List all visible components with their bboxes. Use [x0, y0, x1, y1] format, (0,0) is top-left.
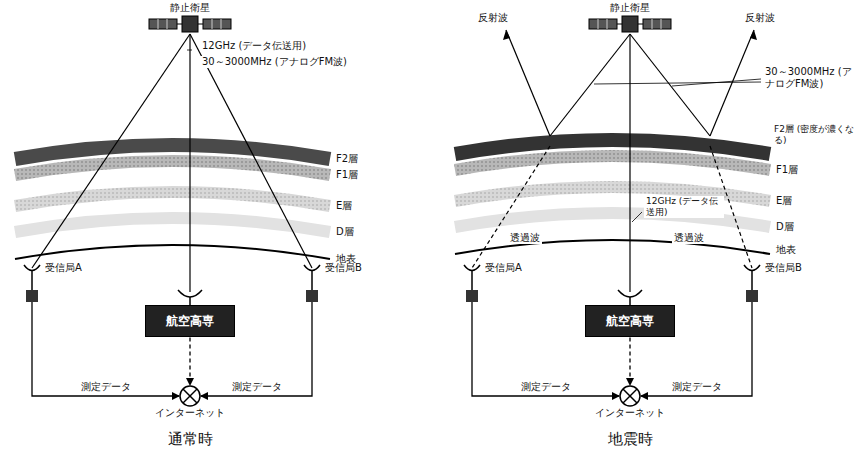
- annotation-label: 地表: [776, 244, 796, 256]
- internet-icon: [619, 385, 641, 407]
- satellite-icon: [585, 14, 675, 34]
- annotation-label: D層: [336, 226, 354, 238]
- annotation-label: 地表: [336, 253, 356, 265]
- dish-antenna: [178, 290, 202, 305]
- station-label: 受信局A: [45, 262, 82, 274]
- receiver-icon: [462, 262, 482, 302]
- atmosphere-layers: [455, 140, 770, 254]
- satellite-icon: [145, 14, 235, 34]
- institution-box: 航空高専: [145, 305, 235, 337]
- annotation-label: 12GHz (データ伝送用): [200, 40, 308, 52]
- institution-label: 航空高専: [152, 314, 228, 328]
- receiver-station: 受信局A: [22, 262, 82, 302]
- annotation-label: 30～3000MHz (アナログFM波): [765, 66, 857, 90]
- institution-box: 航空高専: [585, 305, 675, 337]
- receiver-icon: [22, 262, 42, 302]
- annotation-label: F2層 (密度が濃くなる): [774, 124, 860, 146]
- atmosphere-layers: [15, 145, 330, 259]
- panel-caption: 通常時: [168, 430, 213, 448]
- satellite: 静止衛星: [143, 2, 237, 34]
- edge-label: 測定データ: [519, 381, 573, 393]
- leader-lines: [187, 50, 761, 222]
- data-connector: [629, 337, 630, 385]
- internet-icon: [179, 385, 201, 407]
- internet-label: インターネット: [148, 407, 232, 419]
- edge-label: 測定データ: [79, 381, 133, 393]
- panel-caption: 地震時: [608, 430, 653, 448]
- edge-label: 測定データ: [230, 381, 284, 393]
- receiver-station: 受信局B: [742, 262, 802, 302]
- edge-label: 測定データ: [670, 381, 724, 393]
- annotation-label: 反射波: [478, 12, 508, 24]
- internet-hub: インターネット: [148, 385, 232, 419]
- institution-label: 航空高専: [592, 314, 668, 328]
- satellite-label: 静止衛星: [143, 2, 237, 14]
- dish-antenna: [618, 290, 642, 305]
- annotation-label: 12GHz (データ伝送用): [644, 196, 724, 218]
- annotation-label: E層: [336, 200, 352, 212]
- annotation-label: 反射波: [745, 12, 775, 24]
- annotation-label: F1層: [336, 169, 358, 181]
- annotation-label: 透過波: [672, 232, 706, 244]
- signal-rays: [472, 30, 754, 292]
- receiver-icon: [302, 262, 322, 302]
- signal-rays: [32, 34, 312, 292]
- data-connector: [189, 337, 190, 385]
- satellite-label: 静止衛星: [583, 2, 677, 14]
- annotation-label: 透過波: [508, 232, 542, 244]
- receiver-station: 受信局A: [462, 262, 522, 302]
- station-label: 受信局A: [485, 262, 522, 274]
- annotation-label: E層: [776, 195, 792, 207]
- annotation-label: 30～3000MHz (アナログFM波): [200, 56, 349, 68]
- satellite: 静止衛星: [583, 2, 677, 34]
- receiver-icon: [742, 262, 762, 302]
- internet-hub: インターネット: [588, 385, 672, 419]
- receiver-station: 受信局B: [302, 262, 362, 302]
- internet-label: インターネット: [588, 407, 672, 419]
- annotation-label: F1層: [776, 164, 798, 176]
- annotation-label: D層: [776, 221, 794, 233]
- annotation-label: F2層: [336, 153, 358, 165]
- station-label: 受信局B: [765, 262, 802, 274]
